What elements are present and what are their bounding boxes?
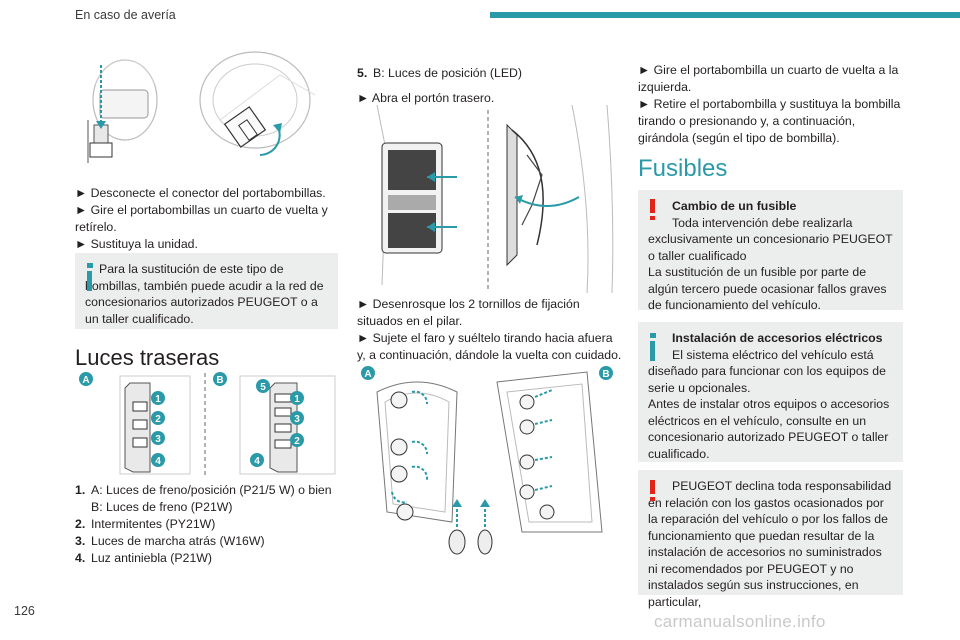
fog-lamp-illustration — [87, 51, 316, 163]
col2-steps: ► Desenrosque los 2 tornillos de fijació… — [357, 296, 622, 364]
warning-fuse-title: Cambio de un fusible — [672, 199, 797, 213]
header-accent-bar — [490, 12, 960, 18]
rear-light-diagram: A B 1 2 3 4 5 1 3 2 4 — [79, 372, 336, 476]
warning-fuse-text: Toda intervención debe realizarla exclus… — [648, 215, 893, 313]
fuses-title: Fusibles — [638, 155, 728, 182]
item-5: 5.B: Luces de posición (LED) — [357, 66, 523, 80]
warning-icon-dot — [650, 216, 655, 220]
label-b: B — [216, 375, 223, 386]
list-item: 1.A: Luces de freno/posición (P21/5 W) o… — [75, 483, 332, 497]
bulb-list: 1.A: Luces de freno/posición (P21/5 W) o… — [75, 482, 340, 567]
liability-warning-box: PEUGEOT declina toda responsabilidad en … — [638, 470, 903, 609]
step-open-tailgate: ► Abra el portón trasero. — [357, 91, 495, 105]
col1-steps: ► Desconecte el conector del portabombil… — [75, 185, 340, 253]
step-unscrew: ► Desenrosque los 2 tornillos de fijació… — [357, 297, 580, 328]
accessories-info-title: Instalación de accesorios eléctricos — [672, 331, 883, 345]
step-disconnect: ► Desconecte el conector del portabombil… — [75, 186, 326, 200]
info-icon-dot — [650, 333, 656, 338]
lamp-holder-diagram: A B — [361, 366, 613, 555]
list-item: 3.Luces de marcha atrás (W16W) — [75, 534, 265, 548]
warning-icon — [650, 199, 655, 213]
info-icon-dot — [87, 263, 93, 268]
info-note-text: Para la sustitución de este tipo de bomb… — [85, 262, 324, 326]
step-rotate: ► Gire el portabombillas un cuarto de vu… — [75, 203, 328, 234]
warning-fuse-box: Cambio de un fusible Toda intervención d… — [638, 190, 903, 312]
b-num-3: 3 — [294, 414, 300, 425]
tail-light-removal-illustration — [376, 105, 614, 293]
step-turn-holder: ► Gire el portabombilla un cuarto de vue… — [638, 63, 899, 94]
page-number: 126 — [14, 604, 35, 618]
info-note-box: Para la sustitución de este tipo de bomb… — [75, 253, 338, 329]
info-icon — [650, 341, 655, 361]
a-num-4: 4 — [155, 456, 161, 467]
step-release-lamp: ► Sujete el faro y suéltelo tirando haci… — [357, 331, 622, 362]
step-replace: ► Sustituya la unidad. — [75, 237, 198, 251]
list-item-continued: B: Luces de freno (P21W) — [91, 500, 233, 514]
warning-icon-dot — [650, 497, 655, 501]
b-num-2: 2 — [294, 436, 300, 447]
watermark: carmanualsonline.info — [654, 612, 826, 631]
label-a-2: A — [364, 369, 371, 380]
list-item: 4.Luz antiniebla (P21W) — [75, 551, 212, 565]
accessories-info-text: El sistema eléctrico del vehículo está d… — [648, 347, 890, 461]
a-num-3: 3 — [155, 434, 161, 445]
accessories-info-box: Instalación de accesorios eléctricos El … — [638, 322, 903, 462]
list-item: 2.Intermitentes (PY21W) — [75, 517, 216, 531]
col2-top: 5.B: Luces de posición (LED) ► Abra el p… — [357, 65, 622, 107]
rear-lights-title: Luces traseras — [75, 345, 220, 370]
section-header: En caso de avería — [75, 8, 176, 22]
b-num-1: 1 — [294, 394, 300, 405]
liability-warning-text: PEUGEOT declina toda responsabilidad en … — [648, 479, 892, 609]
label-b-2: B — [602, 369, 609, 380]
info-icon — [87, 271, 92, 291]
warning-icon — [650, 480, 655, 494]
b-num-4: 4 — [254, 456, 260, 467]
a-num-2: 2 — [155, 414, 161, 425]
a-num-1: 1 — [155, 394, 161, 405]
label-a: A — [82, 375, 89, 386]
b-num-5: 5 — [260, 382, 266, 393]
step-remove-holder: ► Retire el portabombilla y sustituya la… — [638, 97, 901, 145]
col3-steps: ► Gire el portabombilla un cuarto de vue… — [638, 62, 903, 147]
